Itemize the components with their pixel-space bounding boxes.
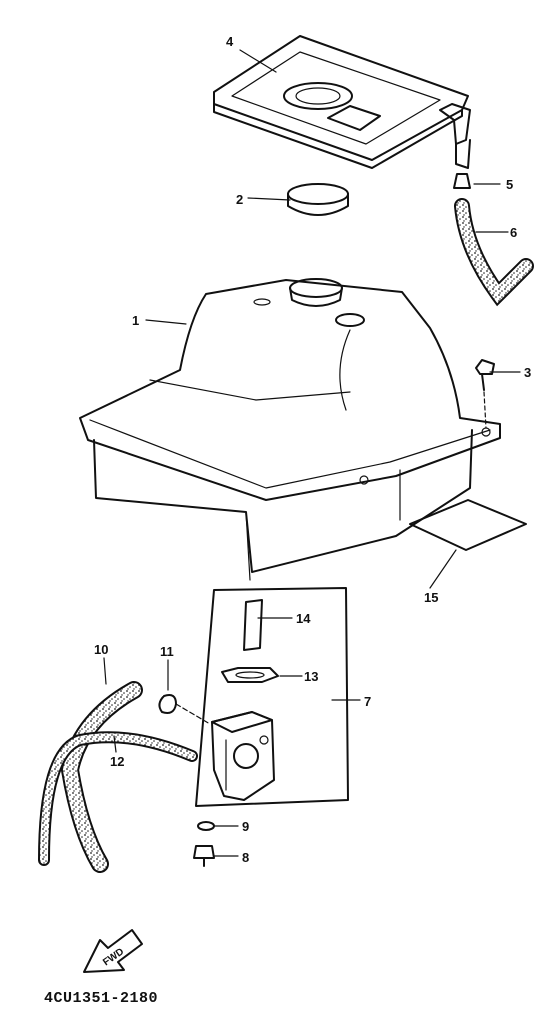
part-7-fuel-cock-assembly xyxy=(195,587,349,807)
part-8-screw xyxy=(193,845,215,867)
callout-14: 14 xyxy=(296,611,311,626)
part-4-tank-cover xyxy=(213,35,471,169)
callout-6: 6 xyxy=(510,225,517,240)
callout-3: 3 xyxy=(524,365,531,380)
part-9-washer xyxy=(197,821,215,831)
part-10-fuel-hose xyxy=(60,681,143,873)
part-15-pad xyxy=(409,499,527,551)
fwd-arrow-icon: FWD xyxy=(83,929,143,973)
part-12-vacuum-hose xyxy=(38,731,198,866)
callout-7: 7 xyxy=(364,694,371,709)
callout-1: 1 xyxy=(132,313,139,328)
leader-lines xyxy=(103,49,521,857)
part-1-fuel-tank xyxy=(79,278,501,581)
callout-4: 4 xyxy=(226,34,234,49)
callout-2: 2 xyxy=(236,192,243,207)
callout-13: 13 xyxy=(304,669,318,684)
drawing-code: 4CU1351-2180 xyxy=(44,990,159,1007)
part-5-fitting xyxy=(453,173,471,189)
callout-5: 5 xyxy=(506,177,513,192)
callout-8: 8 xyxy=(242,850,249,865)
part-2-filler-cap xyxy=(287,183,349,216)
callout-15: 15 xyxy=(424,590,438,605)
callout-11: 11 xyxy=(160,644,174,659)
callout-12: 12 xyxy=(110,754,124,769)
fwd-label: FWD xyxy=(101,946,126,968)
part-11-hose-clip xyxy=(158,694,211,725)
callout-labels: 4 2 5 6 1 3 15 14 13 7 10 11 12 9 8 xyxy=(94,34,531,865)
part-3-bolt xyxy=(475,359,495,429)
callout-9: 9 xyxy=(242,819,249,834)
part-6-breather-hose xyxy=(454,198,534,307)
callout-10: 10 xyxy=(94,642,108,657)
